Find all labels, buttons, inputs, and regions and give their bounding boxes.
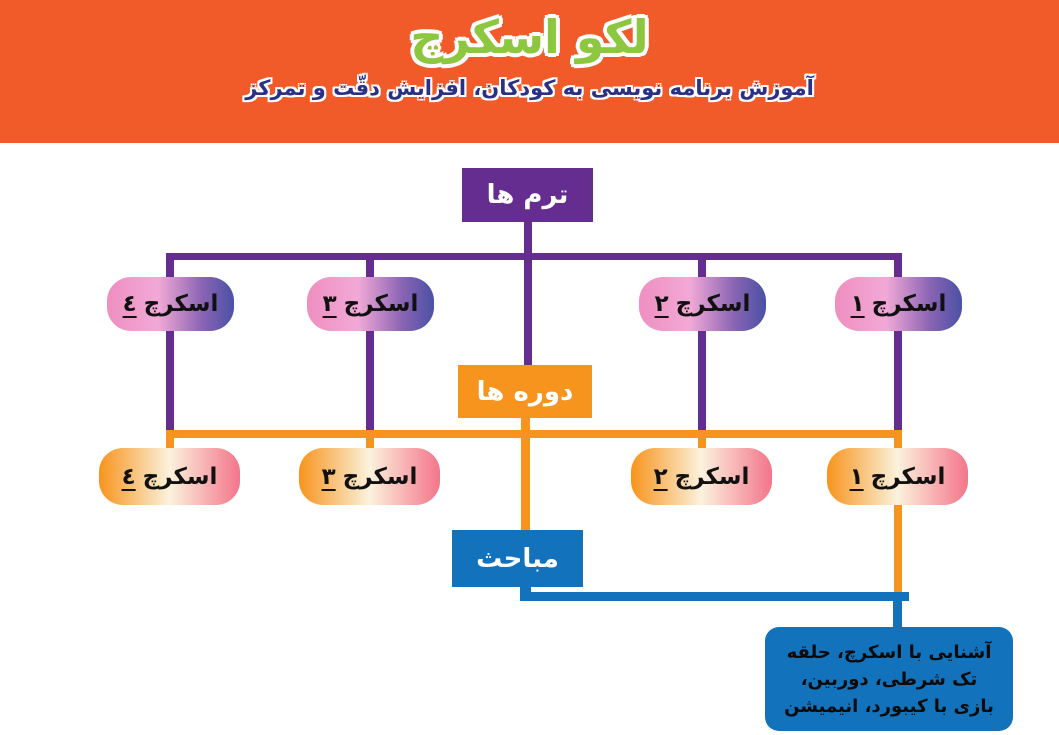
topics-detail-box: آشنایی با اسکرچ، حلقه تک شرطی، دوربین، ب…	[765, 627, 1013, 731]
connector-term-col1	[894, 253, 902, 437]
connector-topics-horizontal	[520, 592, 909, 601]
term-node-scratch-3: اسکرچ ٣	[307, 277, 434, 331]
course-node-label: اسکرچ	[674, 463, 750, 490]
term-node-scratch-2: اسکرچ ٢	[639, 277, 766, 331]
course-node-scratch-3: اسکرچ ٣	[299, 448, 440, 505]
course-node-scratch-4: اسکرچ ٤	[99, 448, 240, 505]
connector-course-col3	[366, 438, 374, 452]
connector-term-col2	[698, 253, 706, 437]
page-subtitle: آموزش برنامه نویسی به کودکان، افزایش دقّ…	[245, 76, 814, 100]
course-node-number: ٤	[121, 463, 136, 490]
topics-detail-text: آشنایی با اسکرچ، حلقه تک شرطی، دوربین، ب…	[784, 641, 994, 717]
connector-terms-horizontal	[166, 253, 902, 260]
term-node-number: ٤	[122, 291, 137, 317]
connector-course-col1-long	[894, 438, 902, 594]
connector-term-col3	[366, 253, 374, 437]
page-title: لکو اسکرچ	[410, 10, 649, 64]
term-node-number: ١	[850, 291, 865, 317]
topics-box: مباحث	[452, 530, 583, 587]
term-node-number: ٢	[654, 291, 669, 317]
connector-course-col2	[698, 438, 706, 452]
course-node-scratch-2: اسکرچ ٢	[631, 448, 772, 505]
term-node-label: اسکرچ	[343, 291, 419, 317]
course-node-label: اسکرچ	[142, 463, 218, 490]
connector-topics-elbow	[893, 592, 902, 628]
term-node-number: ٣	[322, 291, 337, 317]
course-node-number: ١	[849, 463, 864, 490]
connector-topics-stub	[520, 586, 531, 594]
connector-courses-horizontal	[166, 430, 902, 438]
term-node-label: اسکرچ	[143, 291, 219, 317]
term-node-label: اسکرچ	[871, 291, 947, 317]
term-node-scratch-1: اسکرچ ١	[835, 277, 962, 331]
connector-terms-spine	[524, 222, 532, 365]
course-node-scratch-1: اسکرچ ١	[827, 448, 968, 505]
term-node-label: اسکرچ	[675, 291, 751, 317]
term-node-scratch-4: اسکرچ ٤	[107, 277, 234, 331]
course-node-number: ٣	[321, 463, 336, 490]
connector-courses-spine	[521, 418, 530, 530]
course-node-number: ٢	[653, 463, 668, 490]
header: لکو اسکرچ آموزش برنامه نویسی به کودکان، …	[0, 0, 1059, 143]
terms-box: ترم ها	[462, 168, 593, 222]
connector-term-col4	[166, 253, 174, 437]
terms-label: ترم ها	[486, 180, 569, 210]
connector-course-col4	[166, 438, 174, 452]
course-node-label: اسکرچ	[342, 463, 418, 490]
courses-label: دوره ها	[476, 376, 574, 407]
topics-label: مباحث	[476, 543, 559, 574]
course-node-label: اسکرچ	[870, 463, 946, 490]
courses-box: دوره ها	[458, 365, 592, 418]
